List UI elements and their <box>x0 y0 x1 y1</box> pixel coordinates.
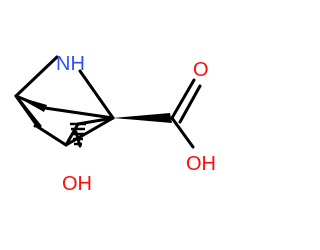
wedge-bond-c2-cooh <box>113 113 172 123</box>
bond-c1-n <box>14 55 59 98</box>
wedge-bond-c1-bridge <box>12 94 47 112</box>
acid-hydroxyl-label: OH <box>186 153 216 175</box>
bond-n-c2 <box>78 69 115 120</box>
bond-layer <box>14 55 202 149</box>
bond-ccooh-oh <box>170 116 195 149</box>
bond-c5-c4 <box>36 125 68 147</box>
backbone-extra <box>14 94 115 147</box>
amine-nitrogen-label: NH <box>56 53 85 75</box>
molecule-canvas: NH O OH OH <box>12 53 216 195</box>
bond-c4-c3 <box>64 122 80 147</box>
bond-c1-down <box>14 94 40 129</box>
carbonyl-oxygen-label: O <box>193 59 209 81</box>
bond-c3-c2 <box>76 116 115 126</box>
bond-ccooh-o-b <box>178 84 202 124</box>
structure-drawing: NH O OH OH <box>12 53 216 195</box>
bond-c4-c2 <box>64 116 115 147</box>
ring-hydroxyl-label: OH <box>62 173 92 195</box>
bond-ccooh-o-a <box>170 78 196 120</box>
bond-bridge-c2 <box>43 106 115 120</box>
